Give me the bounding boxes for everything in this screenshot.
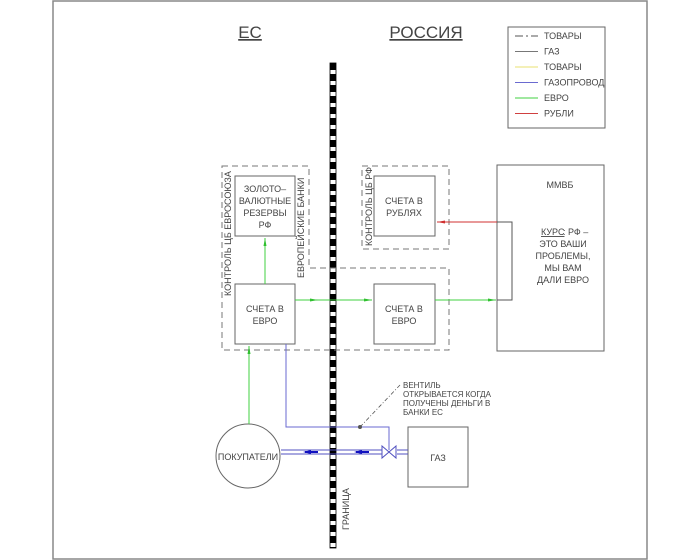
legend-label: ГАЗ [544, 47, 560, 57]
svg-text:ВАЛЮТНЫЕ: ВАЛЮТНЫЕ [239, 196, 291, 206]
reserves-node: ЗОЛОТО– ВАЛЮТНЫЕ РЕЗЕРВЫ РФ [234, 175, 296, 237]
svg-text:ГАЗ: ГАЗ [430, 453, 446, 463]
rf-control-zone [361, 165, 450, 250]
svg-text:ОТКРЫВАЕТСЯ КОГДА: ОТКРЫВАЕТСЯ КОГДА [403, 390, 492, 399]
eu-banks-label: ЕВРОПЕЙСКИЕ БАНКИ [295, 178, 306, 278]
svg-text:СЧЕТА В: СЧЕТА В [385, 304, 423, 314]
legend-label: ТОВАРЫ [544, 62, 582, 72]
legend: ТОВАРЫ ГАЗ ТОВАРЫ ГАЗОПРОВОД ЕВРО РУБЛИ [507, 26, 606, 129]
course-label: КУРС [541, 227, 565, 237]
svg-text:ДАЛИ ЕВРО: ДАЛИ ЕВРО [537, 275, 589, 285]
eu-control-label: КОНТРОЛЬ ЦБ ЕВРОСОЮЗА [223, 171, 233, 296]
svg-text:ЭТО ВАШИ: ЭТО ВАШИ [539, 239, 587, 249]
euro-flows [247, 238, 496, 424]
svg-text:ПОКУПАТЕЛИ: ПОКУПАТЕЛИ [218, 452, 278, 462]
drawing-frame [52, 0, 648, 560]
svg-text:РЕЗЕРВЫ: РЕЗЕРВЫ [243, 208, 286, 218]
gas-pipeline [281, 449, 408, 455]
valve-icon [381, 444, 397, 460]
euro-account-eu-node: СЧЕТА В ЕВРО [234, 283, 296, 345]
rubles-flow [437, 220, 513, 301]
legend-label: ГАЗОПРОВОД [544, 78, 604, 88]
svg-text:ЕВРО: ЕВРО [253, 316, 278, 326]
valve-control-line [285, 344, 390, 450]
svg-text:РУБЛЯХ: РУБЛЯХ [386, 208, 422, 218]
region-eu-label: ЕС [238, 23, 262, 42]
euro-account-ru-node: СЧЕТА В ЕВРО [373, 283, 436, 345]
legend-label: ЕВРО [544, 93, 569, 103]
mmvb-node: ММВБ КУРС : РФ – ЭТО ВАШИ ПРОБЛЕМЫ, МЫ В… [496, 164, 605, 352]
valve-note-leader [359, 384, 401, 428]
region-russia-label: РОССИЯ [389, 23, 462, 42]
svg-text:ПРОБЛЕМЫ,: ПРОБЛЕМЫ, [535, 251, 590, 261]
svg-text:СЧЕТА В: СЧЕТА В [385, 196, 423, 206]
border-line [329, 62, 337, 549]
svg-text:: РФ –: : РФ – [563, 227, 588, 237]
svg-text:РФ: РФ [259, 220, 272, 230]
valve-note: ВЕНТИЛЬ ОТКРЫВАЕТСЯ КОГДА ПОЛУЧЕНЫ ДЕНЬГ… [403, 381, 492, 417]
gas-node: ГАЗ [407, 426, 469, 488]
svg-text:ЕВРО: ЕВРО [392, 316, 417, 326]
rf-control-label: КОНТРОЛЬ ЦБ РФ [364, 167, 374, 246]
svg-text:ММВБ: ММВБ [547, 180, 574, 190]
svg-text:МЫ ВАМ: МЫ ВАМ [544, 263, 581, 273]
svg-text:БАНКИ ЕС: БАНКИ ЕС [403, 408, 443, 417]
legend-label: ТОВАРЫ [544, 31, 582, 41]
legend-label: РУБЛИ [544, 109, 574, 119]
border-label: ГРАНИЦА [341, 488, 351, 530]
svg-text:ЗОЛОТО–: ЗОЛОТО– [244, 184, 286, 194]
buyers-node: ПОКУПАТЕЛИ [215, 423, 281, 489]
svg-text:СЧЕТА В: СЧЕТА В [246, 304, 284, 314]
rubles-account-node: СЧЕТА В РУБЛЯХ [373, 175, 436, 237]
svg-text:ПОЛУЧЕНЫ ДЕНЬГИ В: ПОЛУЧЕНЫ ДЕНЬГИ В [403, 399, 490, 408]
svg-text:ВЕНТИЛЬ: ВЕНТИЛЬ [403, 381, 441, 390]
